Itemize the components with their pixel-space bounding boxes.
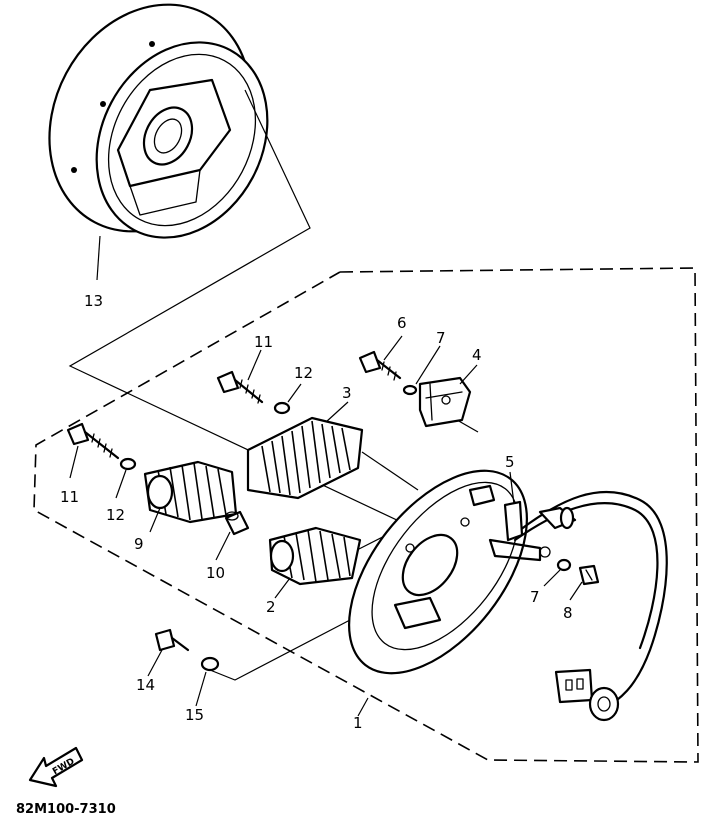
stator-base-plate [348, 469, 528, 675]
screw-8 [578, 564, 600, 586]
part-label-13: 13 [84, 292, 103, 310]
drawing-code: 82M100-7310 [16, 802, 116, 817]
part-label-11-lower: 11 [60, 488, 79, 506]
stator-coil-9 [143, 460, 238, 524]
pickup-bracket [488, 500, 551, 562]
part-label-10: 10 [206, 564, 225, 582]
wire-harness [513, 490, 668, 722]
callout-leaders [69, 335, 583, 717]
part-label-12-lower: 12 [106, 506, 125, 524]
part-label-6: 6 [397, 314, 407, 332]
pickup-coil [418, 376, 472, 428]
collar [224, 510, 250, 536]
part-label-2: 2 [266, 598, 276, 616]
screw-14 [154, 628, 190, 652]
part-label-4: 4 [472, 346, 482, 364]
forward-arrow-icon: FWD [28, 746, 84, 788]
part-label-15: 15 [185, 706, 204, 724]
part-label-7-upper: 7 [436, 329, 446, 347]
part-label-5: 5 [505, 453, 515, 471]
part-label-9: 9 [134, 535, 144, 553]
part-label-12-upper: 12 [294, 364, 313, 382]
stator-coil-2 [268, 526, 362, 586]
washers [119, 384, 572, 672]
part-label-3: 3 [342, 384, 352, 402]
part-label-8: 8 [563, 604, 573, 622]
screw-11-lower [66, 422, 120, 460]
part-label-11-upper: 11 [254, 333, 273, 351]
part-label-7-lower: 7 [530, 588, 540, 606]
flywheel-rotor [48, 3, 269, 239]
part-label-1: 1 [353, 714, 363, 732]
screw-11-upper [216, 370, 264, 404]
assembly-outline [33, 267, 699, 763]
stator-coil-3 [246, 416, 364, 500]
screw-6 [358, 350, 402, 381]
part-label-14: 14 [136, 676, 155, 694]
